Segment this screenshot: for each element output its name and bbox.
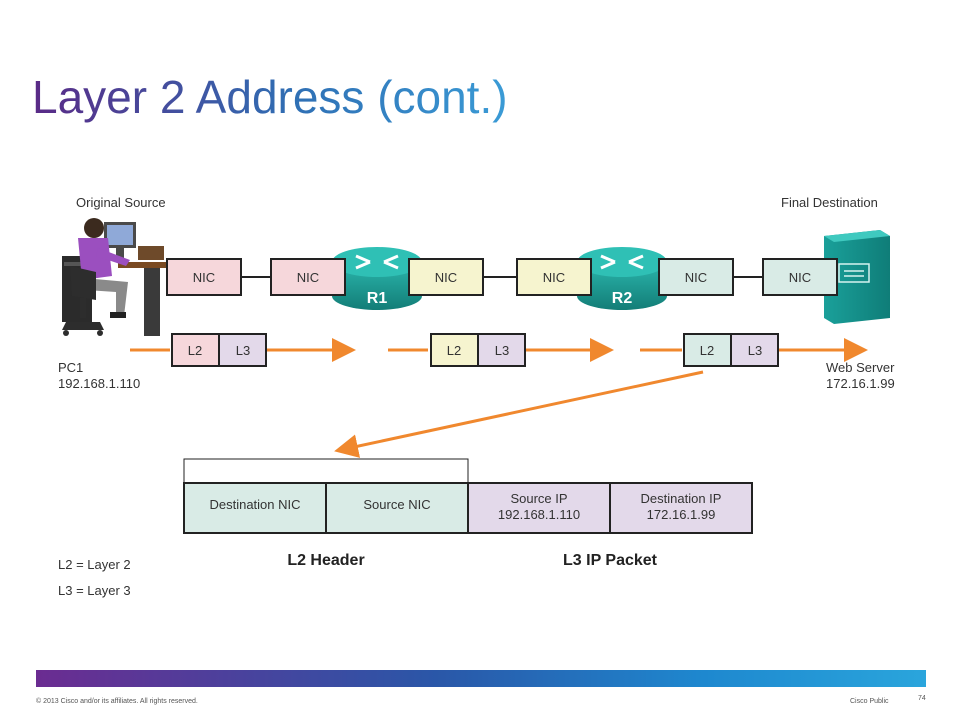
footer-copyright: © 2013 Cisco and/or its affiliates. All … [36, 698, 198, 705]
router-r1-label: R1 [367, 290, 388, 307]
frame-dest-nic: Destination NIC [183, 482, 327, 534]
nic-r2-right: NIC [658, 258, 734, 296]
slide-title: Layer 2 Address (cont.) [32, 71, 508, 123]
footer-page-number: 74 [918, 695, 926, 702]
packet-2: L2 L3 [430, 333, 526, 367]
svg-text:NIC: NIC [789, 270, 811, 285]
l3-packet-caption: L3 IP Packet [563, 552, 658, 569]
original-source-label: Original Source [76, 195, 166, 210]
svg-text:NIC: NIC [435, 270, 457, 285]
footer-gradient-bar [36, 670, 926, 687]
packet-2-l2: L2 [447, 343, 461, 358]
svg-text:Destination IP: Destination IP [641, 491, 722, 506]
svg-text:NIC: NIC [297, 270, 319, 285]
packet-flow-arrows [130, 338, 868, 458]
frame-source-nic: Source NIC [325, 482, 469, 534]
legend-l3: L3 = Layer 3 [58, 583, 131, 598]
web-server-ip: 172.16.1.99 [826, 376, 895, 391]
svg-text:Source IP: Source IP [510, 491, 567, 506]
nic-r2-left: NIC [516, 258, 592, 296]
l2-header-caption: L2 Header [287, 552, 364, 569]
router-r2-icon [577, 247, 667, 310]
final-destination-label: Final Destination [781, 195, 878, 210]
frame-source-ip: Source IP 192.168.1.110 [467, 482, 611, 534]
web-server-icon [824, 230, 890, 324]
packet-1-l2: L2 [188, 343, 202, 358]
svg-text:Source NIC: Source NIC [363, 497, 430, 512]
footer-classification: Cisco Public [850, 698, 889, 705]
legend-l2: L2 = Layer 2 [58, 557, 131, 572]
router-r2-label: R2 [612, 290, 633, 307]
nic-web-server: NIC [762, 258, 838, 296]
svg-text:NIC: NIC [685, 270, 707, 285]
packet-3: L2 L3 [683, 333, 779, 367]
frame-dest-ip: Destination IP 172.16.1.99 [609, 482, 753, 534]
packet-3-l3: L3 [748, 343, 762, 358]
svg-text:NIC: NIC [543, 270, 565, 285]
svg-text:NIC: NIC [193, 270, 215, 285]
pc1-name: PC1 [58, 360, 84, 375]
packet-3-l2: L2 [700, 343, 714, 358]
l2-header-bracket [183, 458, 469, 484]
pc1-icon [62, 218, 170, 336]
svg-text:Destination NIC: Destination NIC [209, 497, 300, 512]
svg-text:192.168.1.110: 192.168.1.110 [498, 507, 580, 522]
router-r1-icon [332, 247, 422, 310]
packet-1-l3: L3 [236, 343, 250, 358]
nic-r1-right: NIC [408, 258, 484, 296]
svg-text:172.16.1.99: 172.16.1.99 [647, 507, 716, 522]
packet-2-l3: L3 [495, 343, 509, 358]
nic-r1-left: NIC [270, 258, 346, 296]
packet-1: L2 L3 [171, 333, 267, 367]
nic-pc1: NIC [166, 258, 242, 296]
pc1-ip: 192.168.1.110 [58, 376, 141, 391]
web-server-name: Web Server [826, 360, 895, 375]
